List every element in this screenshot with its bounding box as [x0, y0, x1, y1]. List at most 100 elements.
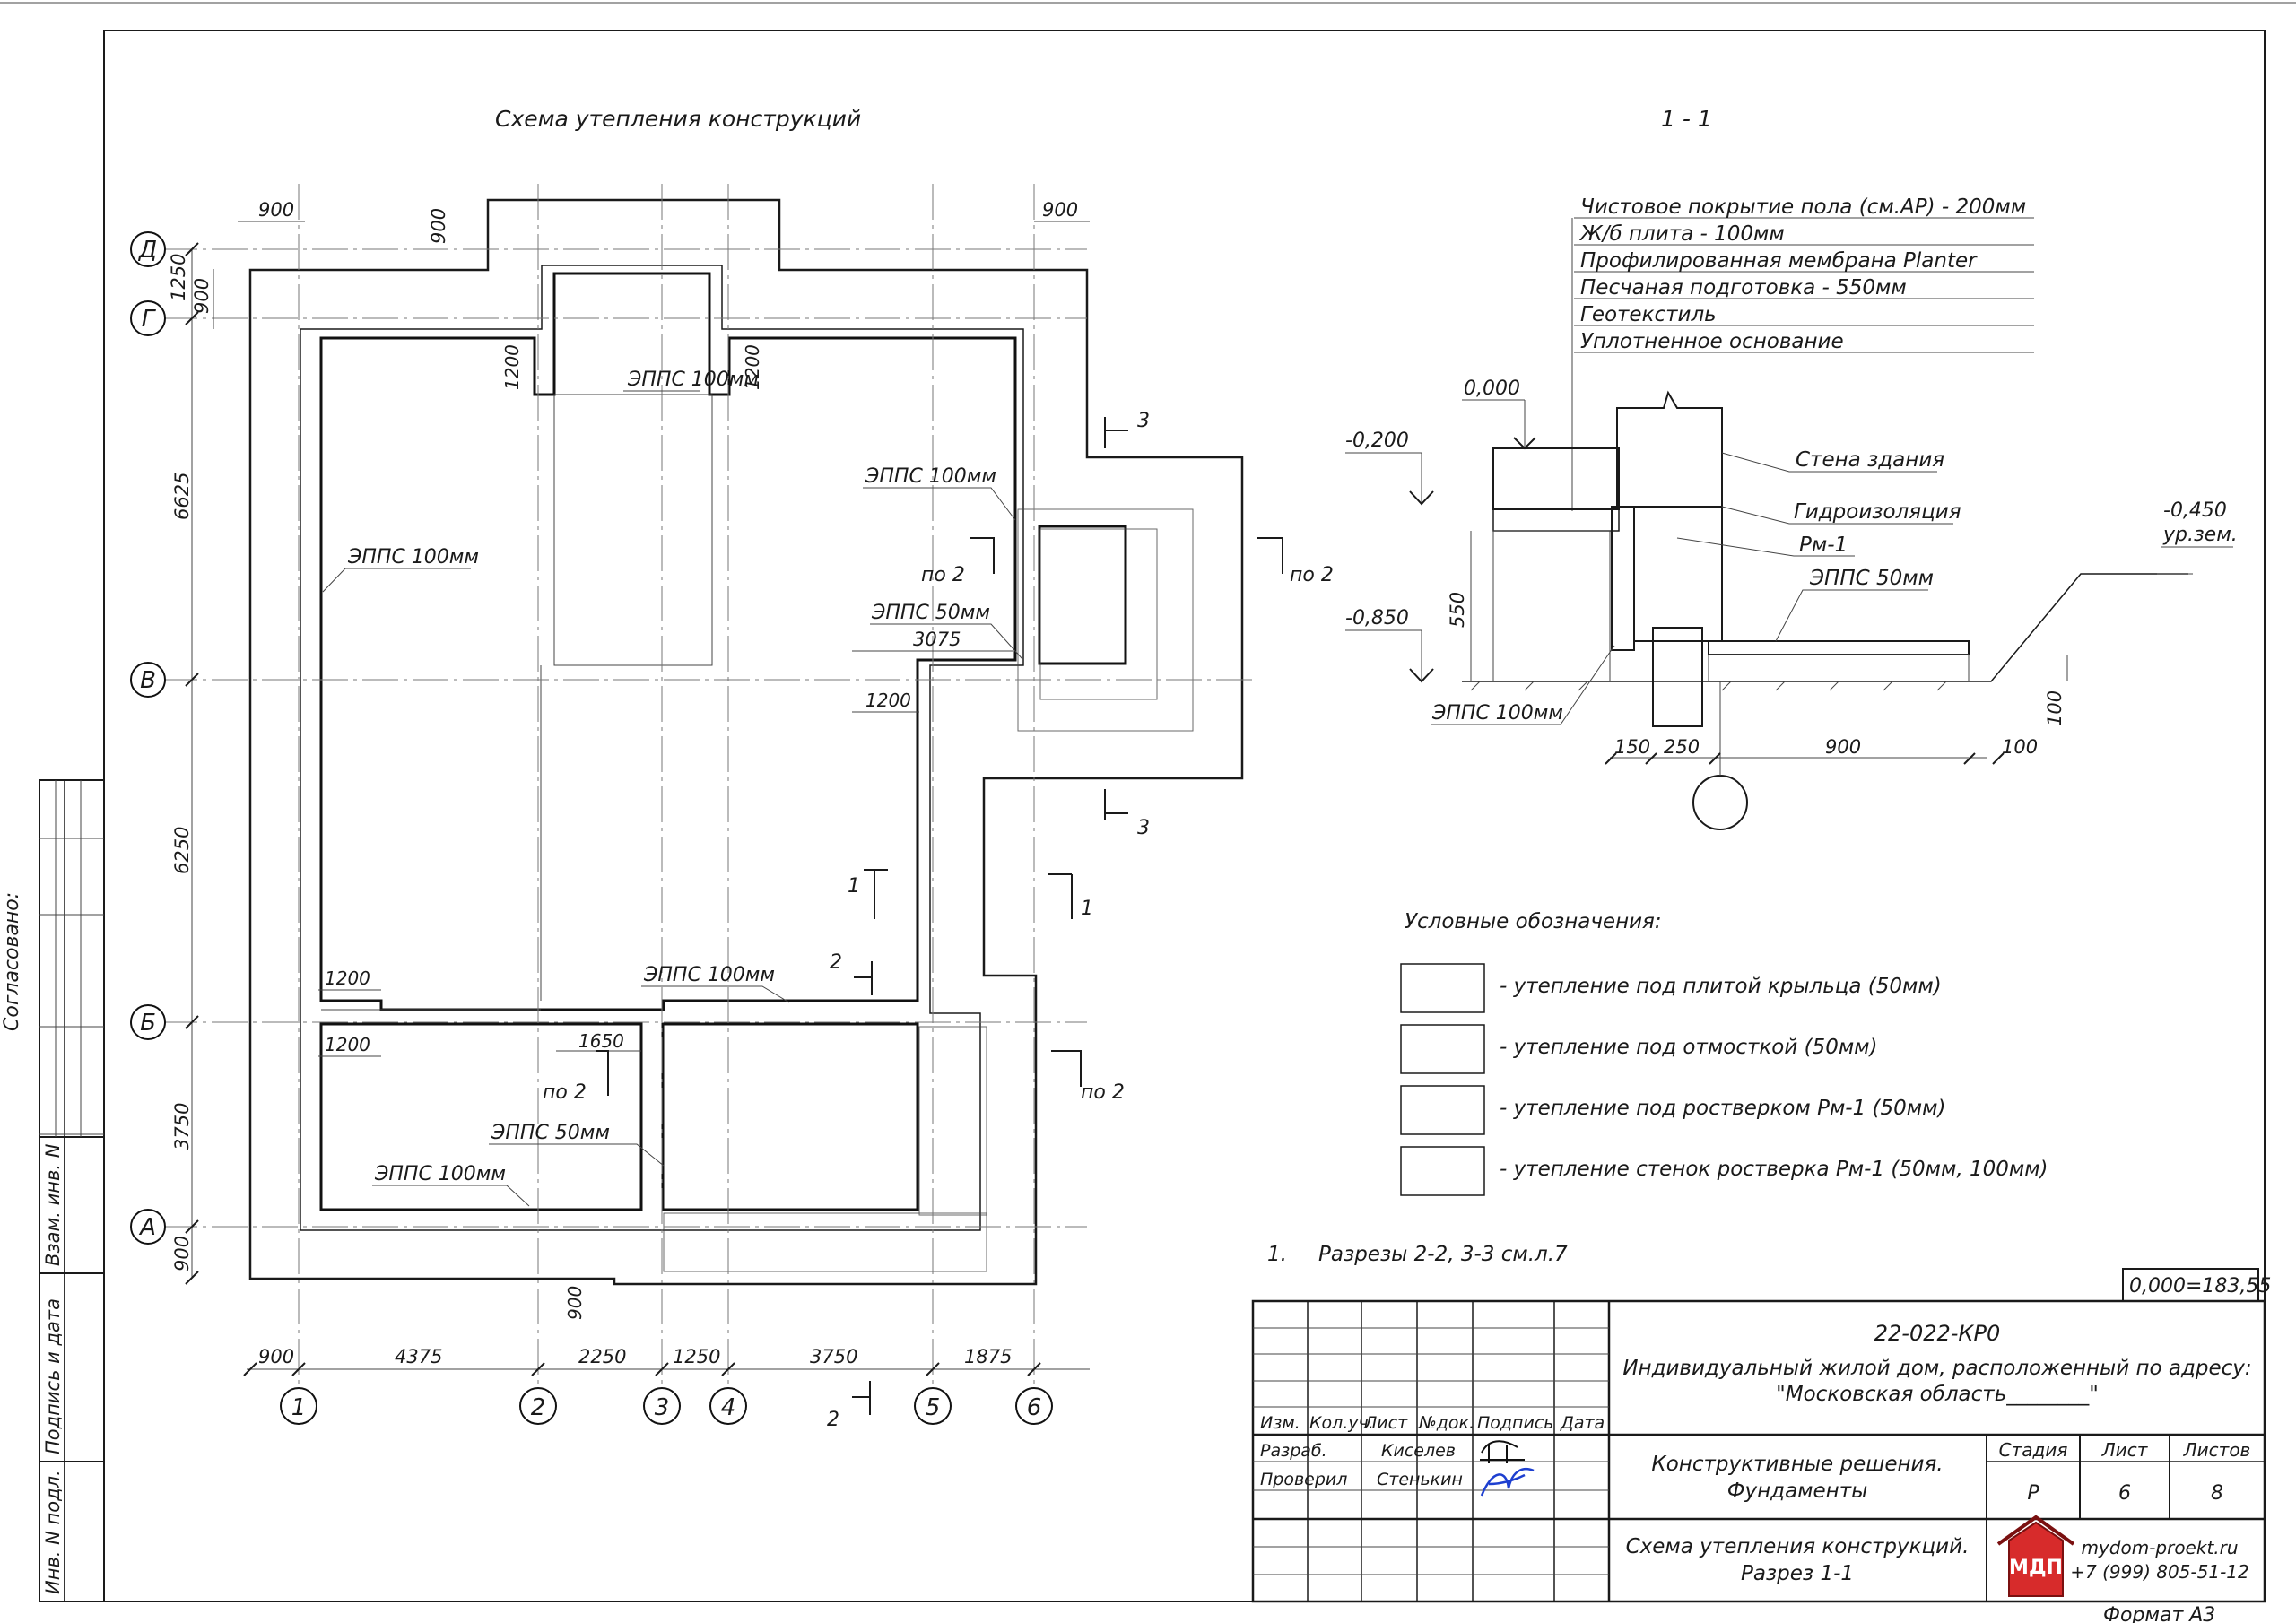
axis-G: Г [142, 306, 157, 333]
room-1-2 [319, 1022, 643, 1211]
axis-grid [161, 184, 1256, 1385]
section-layers-callout: Чистовое покрытие пола (см.АР) - 200мм Ж… [1571, 195, 2034, 511]
hdr-list: Лист [1363, 1413, 1408, 1433]
name-checker: Стенькин [1377, 1470, 1463, 1489]
dim-inner-1200b: 1200 [742, 344, 763, 390]
sheet-title2: Разрез 1-1 [1741, 1562, 1854, 1585]
dim-sec-900: 900 [1825, 736, 1861, 758]
axis-A: А [138, 1214, 156, 1241]
hdr-ndok: №док. [1418, 1413, 1474, 1433]
hdr-izm: Изм. [1260, 1413, 1300, 1433]
dim-top-900c: 900 [1042, 199, 1078, 221]
epps-50-bottom: ЭППС 50мм [491, 1122, 610, 1144]
label-rm1: Рм-1 [1799, 534, 1848, 557]
level-minus-0850: -0,850 [1345, 607, 1409, 629]
axis-V: В [140, 667, 156, 694]
dim-left-900a: 900 [191, 278, 213, 314]
dims-bottom: 900 4375 2250 1250 3750 1875 [243, 1346, 1090, 1376]
foundation-plan [248, 198, 1244, 1286]
sheet-header: Лист [2101, 1439, 2149, 1461]
object-line1: Индивидуальный жилой дом, расположенный … [1622, 1357, 2251, 1380]
dim-left-6625: 6625 [171, 473, 193, 520]
dim-inner-1200e: 1200 [325, 1034, 370, 1055]
dim-top-900b: 900 [428, 208, 449, 244]
sheets-header: Листов [2183, 1439, 2251, 1461]
section-line2: Фундаменты [1727, 1480, 1868, 1503]
dim-top-900a: 900 [258, 199, 294, 221]
dim-inner-1200d: 1200 [325, 968, 370, 989]
section-line1: Конструктивные решения. [1651, 1453, 1943, 1476]
label-epps100: ЭППС 100мм [1431, 702, 1563, 725]
dim-inner-900: 900 [564, 1286, 586, 1320]
section-1-right: 1 [1081, 898, 1093, 920]
axis-6: 6 [1027, 1394, 1042, 1421]
section-3-top: 3 [1137, 410, 1150, 432]
hdr-kolich: Кол.уч. [1309, 1413, 1374, 1433]
legend-item-porch: - утепление под плитой крыльца (50мм) [1500, 975, 1942, 998]
axis-4: 4 [721, 1394, 736, 1421]
dim-bot-3750: 3750 [810, 1346, 857, 1367]
layer-membrane: Профилированная мембрана Planter [1580, 249, 1978, 273]
legend-title: Условные обозначения: [1405, 910, 1662, 933]
dim-bot-4375: 4375 [395, 1346, 442, 1367]
doc-code: 22-022-КР0 [1874, 1321, 2000, 1346]
section-annotations: 0,000 -0,200 -0,850 -0,450 ур.зем. Стена… [1345, 378, 2238, 765]
role-checker: Проверил [1260, 1470, 1347, 1489]
axis-3: 3 [655, 1394, 670, 1421]
legend-swatch-porch [1400, 963, 1485, 1013]
sheet-title1: Схема утепления конструкций. [1626, 1535, 1970, 1558]
signature-2 [1480, 1467, 1535, 1497]
dim-left-1250: 1250 [168, 254, 189, 301]
podpis-label: Подпись и дата [42, 1298, 64, 1454]
label-wall: Стена здания [1796, 448, 1944, 472]
format-label: Формат А3 [2103, 1604, 2215, 1623]
dims-top: 900 900 900 [238, 199, 1090, 244]
dim-sec-100a: 100 [2002, 736, 2038, 758]
label-waterproofing: Гидроизоляция [1794, 500, 1961, 524]
axis-bubbles-letters: Д Г В Б А [130, 231, 166, 1245]
phone-text: +7 (999) 805-51-12 [2070, 1561, 2248, 1583]
dim-inner-1200c: 1200 [865, 690, 911, 711]
section-drawing [1462, 390, 2188, 830]
sheet-value: 6 [2118, 1482, 2131, 1505]
dim-sec-250: 250 [1664, 736, 1700, 758]
po2-b: по 2 [1290, 564, 1334, 586]
object-line2: "Московская область________" [1776, 1383, 2099, 1406]
epps-100-left: ЭППС 100мм [347, 546, 479, 568]
dim-bot-900: 900 [258, 1346, 294, 1367]
porch-slab-bottom [661, 1022, 919, 1211]
porch-slab-right [1038, 525, 1127, 665]
po2-c: по 2 [543, 1081, 587, 1104]
legend: Условные обозначения: - утепление под пл… [1400, 910, 2048, 1196]
dim-left-900b: 900 [171, 1236, 193, 1271]
company-logo: МДП [1996, 1515, 2075, 1597]
legend-item-walls: - утепление стенок ростверка Рм-1 (50мм,… [1500, 1158, 2048, 1181]
dim-bot-2250: 2250 [578, 1346, 626, 1367]
axis-B: Б [140, 1010, 156, 1037]
epps-100-top: ЭППС 100мм [627, 369, 759, 391]
section-marks: 3 3 1 1 2 2 по 2 по 2 по 2 по 2 [543, 410, 1334, 1431]
stage-value: Р [2027, 1482, 2039, 1505]
hdr-data: Дата [1560, 1413, 1605, 1433]
level-minus-0200: -0,200 [1345, 430, 1409, 452]
plan-title: Схема утепления конструкций [495, 106, 861, 132]
epps-100-bottom: ЭППС 100мм [374, 1163, 506, 1185]
dim-inner-1200a: 1200 [501, 344, 523, 390]
layer-geotextile: Геотекстиль [1580, 303, 1717, 326]
axis-1: 1 [291, 1394, 307, 1421]
layer-sand: Песчаная подготовка - 550мм [1580, 276, 1907, 299]
elevation-mark: 0,000=183,55 [2129, 1275, 2271, 1298]
section-1-left: 1 [848, 875, 860, 898]
legend-item-otmostka: - утепление под отмосткой (50мм) [1500, 1036, 1878, 1059]
po2-d: по 2 [1081, 1081, 1125, 1104]
dim-sec-150: 150 [1614, 736, 1650, 758]
dims-inner: 1200 1200 1200 1200 1200 1650 3075 900 [318, 344, 1013, 1320]
label-epps50: ЭППС 50мм [1809, 567, 1934, 590]
role-developer: Разраб. [1260, 1441, 1327, 1461]
section-2-bottom: 2 [827, 1409, 839, 1431]
axis-bubbles-numbers: 1 2 3 4 5 6 [280, 1387, 1053, 1425]
logo-text: МДП [2009, 1557, 2063, 1579]
dim-sec-550: 550 [1447, 592, 1468, 628]
otmostka-zone [248, 198, 1244, 1286]
